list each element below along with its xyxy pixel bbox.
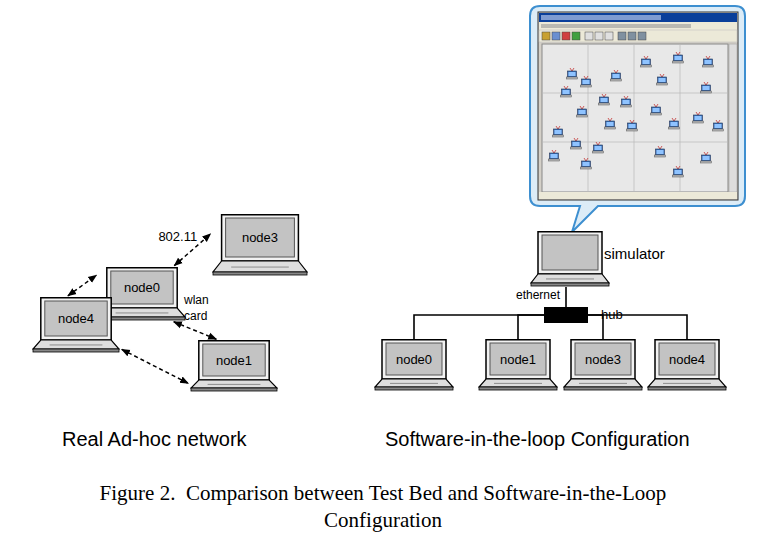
keyboard-line	[663, 383, 711, 384]
laptop-node: node0	[374, 339, 454, 391]
wireless-link	[174, 322, 217, 339]
laptop-base-edge	[531, 283, 609, 286]
section-title: Real Ad-hoc network	[62, 428, 247, 451]
laptop-screen-frame	[107, 268, 177, 308]
laptop-keyboard	[648, 379, 726, 387]
laptop-display	[226, 218, 295, 257]
laptop-node: node4	[32, 297, 120, 353]
toolbar-icons	[542, 32, 646, 40]
laptop-node: simulator	[530, 231, 610, 287]
interface-label: wlan card	[184, 292, 220, 324]
app-window	[538, 12, 738, 200]
node-label: node3	[575, 343, 631, 375]
laptop-screen-frame	[486, 340, 550, 379]
laptop-base-edge	[33, 349, 119, 352]
laptop-node: node1	[478, 339, 558, 391]
keyboard-line	[579, 383, 627, 384]
laptop-shape	[530, 231, 610, 287]
laptop-keyboard	[531, 274, 609, 283]
laptop-base-edge	[213, 272, 307, 275]
laptop-display	[45, 301, 107, 336]
laptop-screen-frame	[382, 340, 446, 379]
laptop-display	[542, 235, 598, 270]
laptop-node: node4	[647, 339, 727, 391]
hub-box: hub	[544, 307, 588, 323]
keyboard-line	[50, 344, 103, 345]
node-caption: simulator	[604, 245, 665, 262]
laptop-display	[111, 271, 173, 304]
laptop-screen-frame	[571, 340, 635, 379]
laptop-screen-frame	[41, 298, 111, 340]
laptop-keyboard	[33, 340, 119, 349]
node-label: node0	[386, 343, 442, 375]
laptop-display	[490, 343, 546, 375]
node-label: node3	[226, 218, 295, 257]
canvas	[542, 44, 728, 192]
laptop-keyboard	[375, 379, 453, 387]
keyboard-line	[494, 383, 542, 384]
laptop-screen-frame	[222, 215, 299, 261]
ethernet-wire	[588, 315, 603, 339]
laptop-base-edge	[191, 388, 277, 391]
laptop-node: node3	[563, 339, 643, 391]
scroll-bar	[729, 44, 737, 192]
ethernet-wire	[414, 315, 544, 339]
title-bar	[539, 13, 737, 22]
wireless-link	[68, 275, 96, 296]
laptop-base-edge	[564, 387, 642, 390]
laptop-display	[659, 343, 715, 375]
link-label: 802.11	[158, 229, 197, 244]
laptop-display	[203, 344, 265, 376]
callout-bubble	[530, 6, 745, 232]
keyboard-line	[231, 267, 289, 268]
node-label: node4	[45, 301, 107, 336]
laptop-base-edge	[479, 387, 557, 390]
laptop-base-edge	[375, 387, 453, 390]
keyboard-line	[116, 312, 169, 313]
laptop-node: node3	[212, 214, 308, 276]
node-label: node4	[659, 343, 715, 375]
menu-bar	[539, 22, 737, 30]
laptop-keyboard	[213, 261, 307, 272]
keyboard-line	[208, 384, 261, 385]
wireless-link	[122, 349, 188, 383]
keyboard-line	[390, 383, 438, 384]
canvas-grid	[542, 44, 728, 192]
figure-caption: Figure 2. Comparison between Test Bed an…	[43, 480, 723, 534]
laptop-screen-frame	[538, 232, 602, 274]
laptop-screen-frame	[655, 340, 719, 379]
canvas-node-icons	[549, 52, 724, 177]
ethernet-wire	[565, 287, 567, 307]
node-label: node1	[203, 344, 265, 376]
laptop-node: node1	[190, 340, 278, 392]
laptop-base-edge	[648, 387, 726, 390]
keyboard-line	[546, 278, 594, 279]
toolbar	[539, 30, 737, 42]
laptop-keyboard	[191, 380, 277, 388]
node-caption: hub	[601, 307, 623, 322]
ethernet-wire	[518, 315, 544, 339]
status-bar	[539, 192, 737, 199]
laptop-display	[386, 343, 442, 375]
laptop-keyboard	[564, 379, 642, 387]
menu-items	[541, 24, 691, 28]
link-label: ethernet	[516, 288, 560, 302]
section-title: Software-in-the-loop Configuration	[385, 428, 690, 451]
laptop-display	[575, 343, 631, 375]
node-label: node0	[111, 271, 173, 304]
laptop-keyboard	[479, 379, 557, 387]
node-label: node1	[490, 343, 546, 375]
title-bar-text	[541, 15, 661, 20]
laptop-screen-frame	[199, 341, 269, 380]
